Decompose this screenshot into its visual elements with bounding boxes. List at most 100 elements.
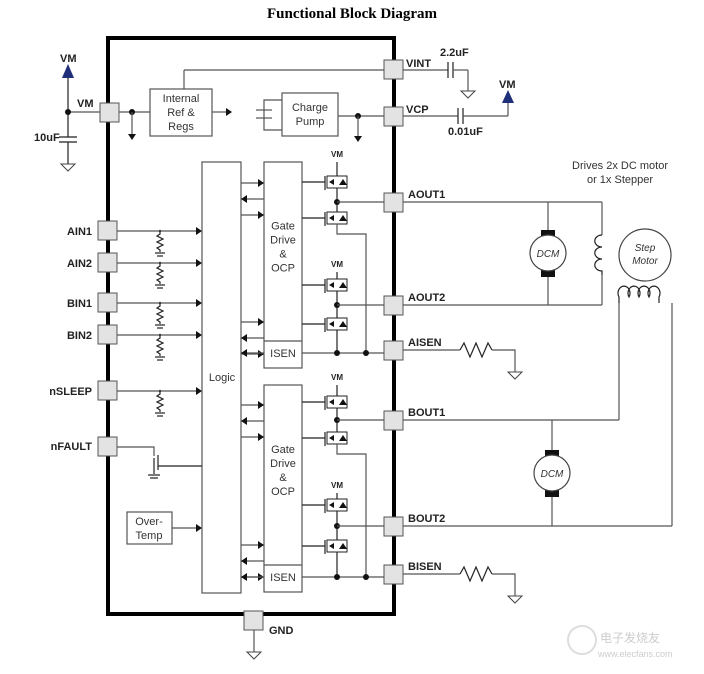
diode-icon xyxy=(339,502,347,508)
fet-vm-label: VM xyxy=(331,260,343,269)
svg-text:Step: Step xyxy=(635,243,656,254)
vm-supply-arrow-icon xyxy=(502,90,514,103)
pin-bin1 xyxy=(97,292,118,313)
svg-text:Ref &: Ref & xyxy=(167,107,195,119)
arrow-icon xyxy=(258,318,264,326)
ground-icon xyxy=(245,651,263,660)
isen-label: ISEN xyxy=(270,348,296,360)
gate-drive-label: Gate xyxy=(271,444,295,456)
c-vm-label: 10uF xyxy=(34,132,60,144)
watermark-logo-icon xyxy=(567,625,597,655)
gate-drive-label: OCP xyxy=(271,486,295,498)
pin-vint-label: VINT xyxy=(406,58,431,70)
c-vint-label: 2.2uF xyxy=(440,47,469,59)
gate-drive-label: Gate xyxy=(271,221,295,233)
pin-bisen xyxy=(383,564,404,585)
motor-a-wiring xyxy=(403,201,603,306)
gate-drive-label: & xyxy=(279,249,287,261)
svg-text:VM: VM xyxy=(499,79,516,91)
diode-icon xyxy=(339,399,347,405)
pin-aout1 xyxy=(383,192,404,213)
pin-nfault xyxy=(97,436,118,457)
ground-icon xyxy=(506,595,524,604)
pin-bin2 xyxy=(97,324,118,345)
pin-bin1-label: BIN1 xyxy=(67,298,92,310)
dcm-b-label: DCM xyxy=(541,469,564,480)
gate-drive-label: OCP xyxy=(271,263,295,275)
diode-icon xyxy=(339,179,347,185)
pin-vcp-label: VCP xyxy=(406,104,429,116)
aisen-resistor xyxy=(403,341,524,380)
ground-icon xyxy=(59,163,77,172)
arrow-icon xyxy=(196,387,202,395)
fet-vm-label: VM xyxy=(331,150,343,159)
arrow-icon xyxy=(258,401,264,409)
pin-bin2-label: BIN2 xyxy=(67,330,92,342)
pin-aout2-label: AOUT2 xyxy=(408,292,445,304)
pulldown-resistor xyxy=(155,231,165,252)
pulldown-resistor xyxy=(155,391,165,412)
pin-nfault-label: nFAULT xyxy=(51,441,93,453)
diode-icon xyxy=(339,543,347,549)
pin-ain2 xyxy=(97,252,118,273)
pin-aisen xyxy=(383,340,404,361)
svg-text:Logic: Logic xyxy=(209,372,236,384)
svg-text:Pump: Pump xyxy=(296,116,325,128)
svg-text:Internal: Internal xyxy=(163,93,200,105)
arrow-icon xyxy=(241,195,247,203)
arrow-icon xyxy=(258,211,264,219)
pin-bout2 xyxy=(383,516,404,537)
fet-vm-label: VM xyxy=(331,373,343,382)
gate-drive-label: Drive xyxy=(270,235,296,247)
arrow-icon xyxy=(258,541,264,549)
isen-label: ISEN xyxy=(270,572,296,584)
logic-block: Logic xyxy=(201,161,242,594)
pin-aout2 xyxy=(383,295,404,316)
input-ain2: AIN2 xyxy=(67,252,202,289)
vm-supply-arrow-icon xyxy=(62,64,74,78)
input-bin1: BIN1 xyxy=(67,292,202,329)
pin-aout1-label: AOUT1 xyxy=(408,189,445,201)
pin-vint xyxy=(383,59,404,80)
pin-nsleep-label: nSLEEP xyxy=(49,386,92,398)
arrow-icon xyxy=(196,227,202,235)
arrow-icon xyxy=(241,349,247,357)
svg-text:电子发烧友: 电子发烧友 xyxy=(600,630,660,645)
pin-vcp xyxy=(383,106,404,127)
watermark: 电子发烧友 www.elecfans.com xyxy=(567,625,673,659)
ground-icon xyxy=(506,371,524,380)
internal-ref-block: Internal Ref & Regs xyxy=(149,69,384,137)
ground-icon xyxy=(459,90,477,99)
diode-icon xyxy=(339,321,347,327)
diagram-title: Functional Block Diagram xyxy=(266,6,437,22)
diode-icon xyxy=(339,282,347,288)
svg-text:Charge: Charge xyxy=(292,102,328,114)
dcm-a-label: DCM xyxy=(537,249,560,260)
gnd-circuit: GND xyxy=(243,610,294,660)
over-temp-block: Over- Temp xyxy=(126,511,202,545)
arrow-icon xyxy=(258,350,264,358)
pin-gnd-label: GND xyxy=(269,625,294,637)
svg-text:Temp: Temp xyxy=(136,530,163,542)
pulldown-resistor xyxy=(155,335,165,356)
bisen-resistor xyxy=(403,565,524,604)
vm-input-circuit: VM 10uF VM xyxy=(34,53,150,172)
input-bin2: BIN2 xyxy=(67,324,202,361)
diode-icon xyxy=(339,435,347,441)
charge-pump-block: Charge Pump xyxy=(256,92,384,142)
arrow-icon xyxy=(196,299,202,307)
dc-motor-b: DCM xyxy=(533,420,571,526)
vcp-circuit: VCP VM 0.01uF xyxy=(383,79,516,138)
pin-bout1 xyxy=(383,410,404,431)
pin-bout2-label: BOUT2 xyxy=(408,513,445,525)
svg-text:Over-: Over- xyxy=(135,516,163,528)
vm-supply-label: VM xyxy=(60,53,77,65)
motor-note-line1: Drives 2x DC motor xyxy=(572,160,668,172)
pin-ain1-label: AIN1 xyxy=(67,226,92,238)
gate-drive-label: & xyxy=(279,472,287,484)
